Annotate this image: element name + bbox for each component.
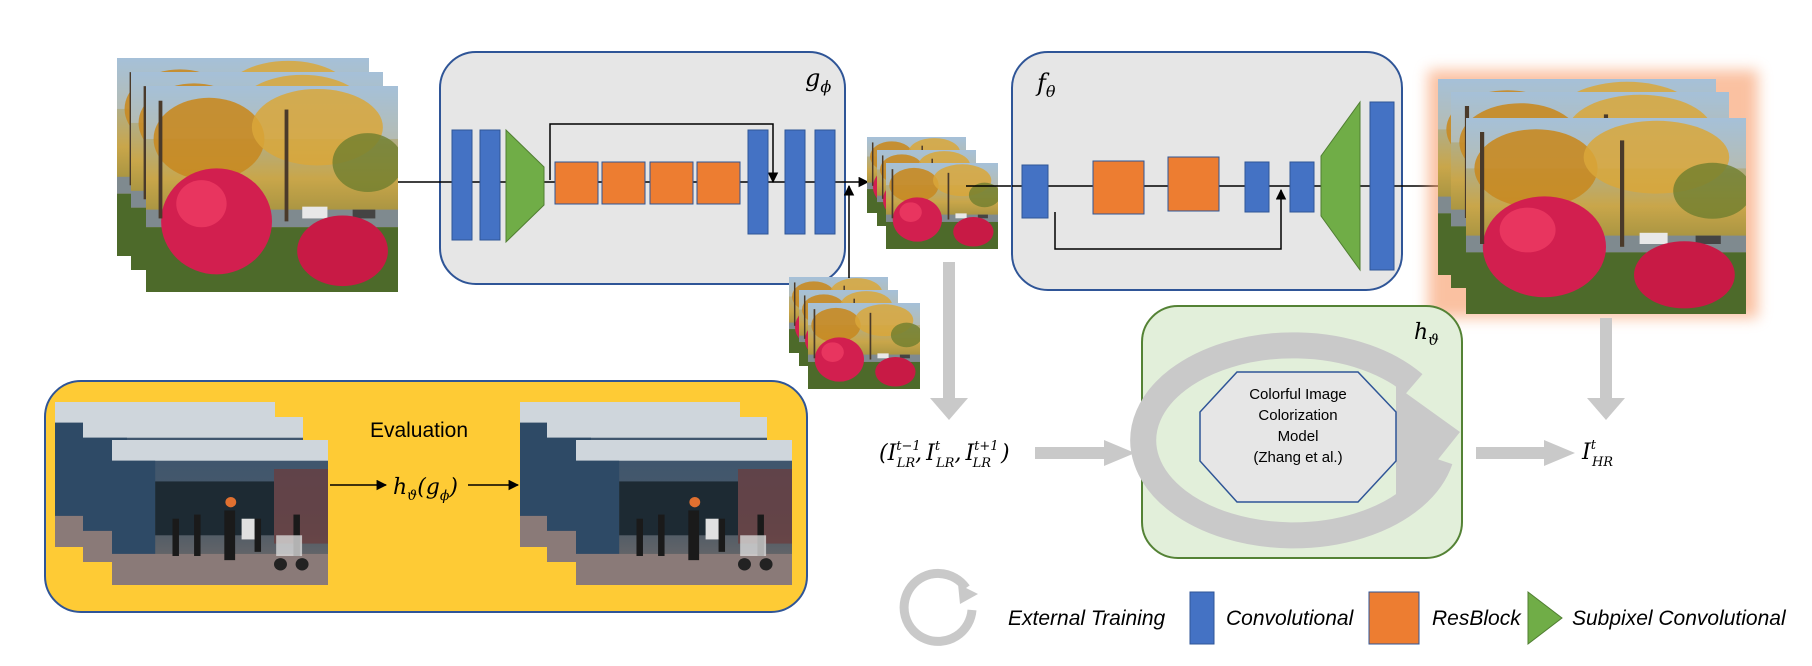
refiner-skip-connection [1054, 188, 1287, 250]
resblock [554, 161, 599, 205]
legend-conv-swatch [1189, 591, 1215, 645]
output-frame-stack [1428, 70, 1758, 318]
evaluation-function: hϑ(gϕ) [393, 475, 458, 504]
conv-block [747, 129, 769, 235]
legend-subpixel-label: Subpixel Convolutional [1572, 607, 1787, 630]
conv-block [479, 129, 501, 241]
legend-external-training-icon [899, 568, 978, 646]
legend-resblock-swatch [1368, 591, 1420, 645]
subpixel-block [505, 128, 545, 244]
lr-frame-stack [867, 137, 998, 249]
colorization-model-octagon [1199, 371, 1397, 503]
legend-resblock-label: ResBlock [1432, 607, 1522, 630]
model-name-line: Model [1278, 428, 1319, 445]
resblock [696, 161, 741, 205]
subpixel-block [1320, 100, 1361, 272]
legend-conv-label: Convolutional [1226, 607, 1355, 630]
evaluation-output-stack [520, 402, 792, 585]
model-name-line: Colorization [1258, 407, 1337, 424]
input-frame-stack [117, 58, 398, 292]
legend-subpixel-swatch [1527, 590, 1563, 646]
resblock [1092, 160, 1145, 215]
conv-block [1021, 164, 1049, 219]
gray-flow-arrows [930, 262, 1625, 466]
external-training-loop [1130, 332, 1460, 549]
conv-block [451, 129, 473, 241]
generator-label: gϕ [805, 64, 831, 96]
evaluation-input-stack [55, 402, 328, 585]
evaluation-title: Evaluation [370, 419, 468, 442]
generator-skip-connection [549, 123, 779, 184]
resblock [649, 161, 694, 205]
conv-block [1244, 161, 1270, 213]
conv-block [784, 129, 806, 235]
conv-block [1289, 161, 1315, 213]
colorizer-label: hϑ [1414, 320, 1439, 349]
model-citation: (Zhang et al.) [1253, 449, 1342, 466]
resblock [1167, 156, 1220, 212]
lr-neighbor-frame-stack [789, 277, 920, 389]
conv-block [1369, 101, 1395, 271]
legend: External Training Convolutional ResBlock… [899, 568, 1787, 646]
legend-external-training-label: External Training [1008, 607, 1166, 630]
conv-block [814, 129, 836, 235]
model-name-line: Colorful Image [1249, 386, 1347, 403]
resblock [601, 161, 646, 205]
